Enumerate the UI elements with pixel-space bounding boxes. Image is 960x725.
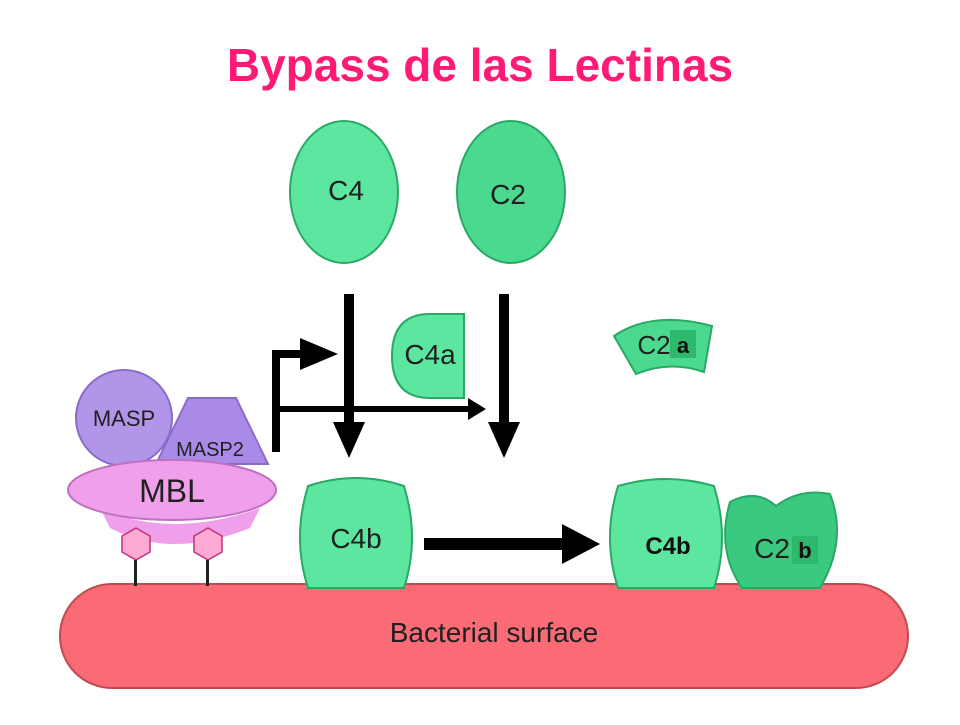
arrow-shaft <box>424 538 566 550</box>
receptor-right <box>193 527 223 586</box>
c2b-shape <box>724 491 839 589</box>
c4b-left-molecule: C4b <box>299 477 413 589</box>
arrow-head <box>300 338 338 370</box>
masp2-label: MASP2 <box>176 439 244 461</box>
c2-molecule: C2 <box>456 120 566 264</box>
arrow-head-long <box>468 398 486 420</box>
masp2-shape <box>154 397 270 465</box>
c4a-shape <box>390 313 465 399</box>
bacterial-surface-label: Bacterial surface <box>390 617 599 648</box>
mbl-molecule: MBL <box>67 459 277 544</box>
receptor-stalk <box>206 560 209 586</box>
receptor-hexagon <box>121 527 151 561</box>
c4b-complex-shape <box>609 478 723 589</box>
arrow-c4-down <box>333 294 365 458</box>
c2a-suffix-label: a <box>677 333 690 358</box>
arrow-head <box>488 422 520 458</box>
arrow-head <box>333 422 365 458</box>
arrow-shaft <box>499 294 509 424</box>
mbl-label: MBL <box>139 473 205 509</box>
mbl-ellipse <box>67 459 277 521</box>
arrow-long-horizontal <box>272 406 472 412</box>
receptor-left <box>121 527 151 586</box>
receptor-hexagon <box>193 527 223 561</box>
masp2-molecule: MASP2 <box>154 397 270 465</box>
c2a-suffix-box <box>670 330 696 358</box>
masp-label: MASP <box>93 406 155 431</box>
c4-label: C4 <box>328 175 364 206</box>
c2-oval <box>456 120 566 264</box>
bacterial-surface-shape <box>59 583 909 689</box>
c2b-suffix-label: b <box>798 538 811 563</box>
arrow-c2-down <box>488 294 520 458</box>
arrow-head <box>562 524 600 564</box>
c4a-fragment: C4a <box>390 313 465 399</box>
c4a-label: C4a <box>404 339 456 370</box>
c2a-label: C2 <box>637 330 670 360</box>
bacterial-surface: Bacterial surface <box>59 583 909 689</box>
arrow-horizontal <box>272 350 302 358</box>
c4b-left-shape <box>299 477 413 589</box>
c2a-fragment: C2 a <box>612 318 714 376</box>
c4-oval <box>289 120 399 264</box>
arrow-shaft <box>344 294 354 424</box>
c4b-c2b-complex: C4b C2 b <box>609 478 839 589</box>
arrow-vertical <box>272 350 280 452</box>
c4b-left-label: C4b <box>330 523 381 554</box>
arrow-to-complex <box>424 524 600 564</box>
masp-molecule: MASP <box>75 369 173 467</box>
c4b-complex-label: C4b <box>645 533 690 560</box>
c2b-label: C2 <box>754 533 790 564</box>
page-title: Bypass de las Lectinas <box>226 39 734 91</box>
c4-molecule: C4 <box>289 120 399 264</box>
c2b-suffix-box <box>792 536 818 564</box>
arrow-masp2-activation <box>272 338 486 452</box>
c2-label: C2 <box>490 179 526 210</box>
receptor-stalk <box>134 560 137 586</box>
